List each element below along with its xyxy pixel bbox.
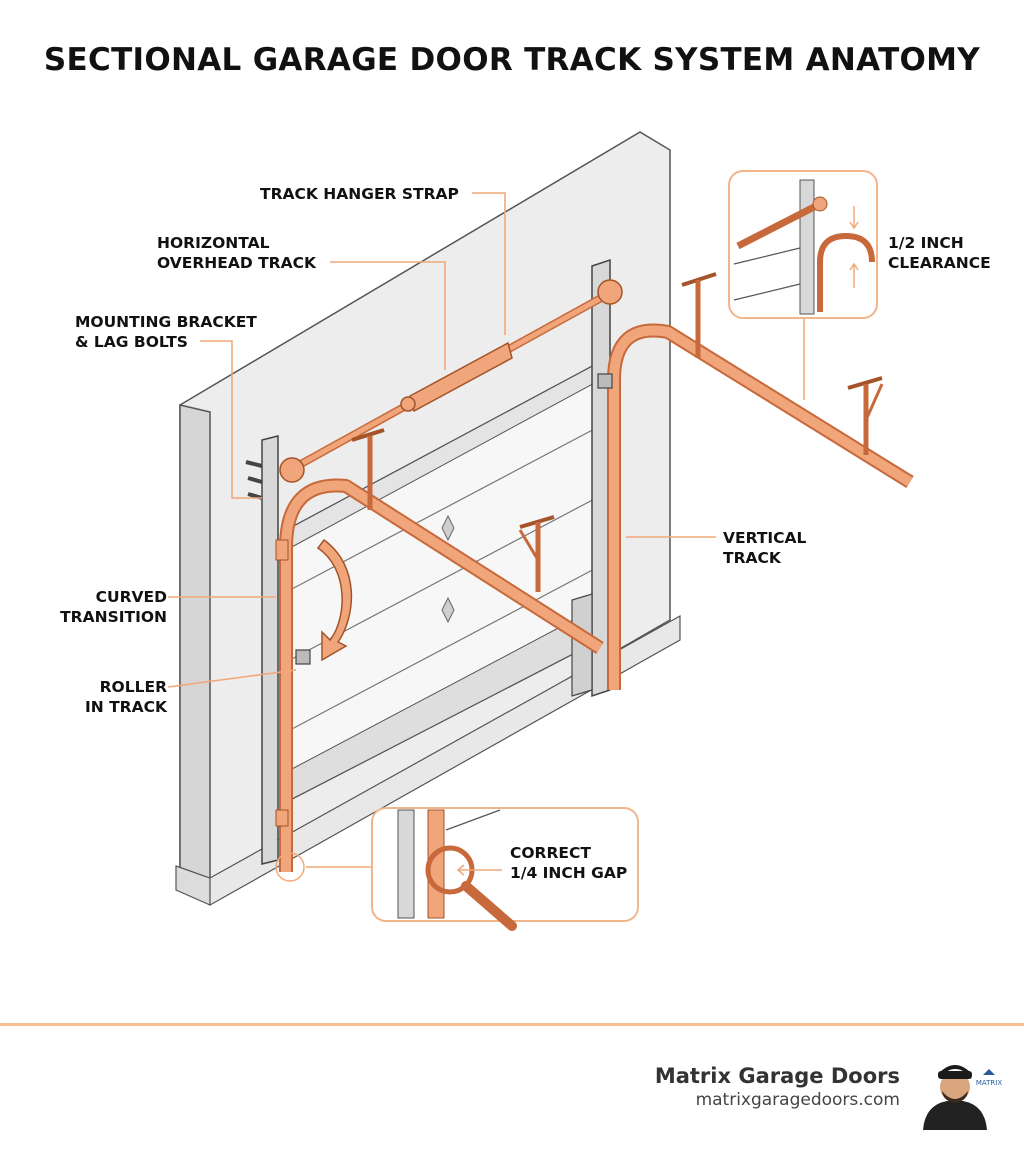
- label-vertical-track-line2: TRACK: [723, 549, 781, 567]
- label-vertical-track-line1: VERTICAL: [723, 529, 807, 547]
- label-clearance-line1: 1/2 INCH: [888, 234, 964, 252]
- diagram-title: SECTIONAL GARAGE DOOR TRACK SYSTEM ANATO…: [43, 42, 981, 78]
- label-horizontal-track-line2: OVERHEAD TRACK: [157, 254, 316, 272]
- downward-motion-arrow: [316, 538, 353, 662]
- label-clearance-line2: CLEARANCE: [888, 254, 991, 272]
- right-track: [597, 323, 914, 690]
- label-track-hanger-strap: TRACK HANGER STRAP: [260, 185, 459, 203]
- label-roller-line2: IN TRACK: [84, 698, 167, 716]
- brand-avatar: MATRIX: [923, 1065, 1002, 1130]
- label-curved-transition-line2: TRANSITION: [60, 608, 167, 626]
- label-gap-line1: CORRECT: [510, 844, 591, 862]
- gap-inset: [275, 807, 639, 931]
- track-system-diagram: [167, 131, 914, 931]
- label-mounting-bracket-line2: & LAG BOLTS: [75, 333, 188, 351]
- brand-name: Matrix Garage Doors: [654, 1064, 900, 1088]
- avatar-logo-text: MATRIX: [976, 1079, 1002, 1087]
- label-horizontal-track-line1: HORIZONTAL: [157, 234, 270, 252]
- jamb-posts: [261, 258, 611, 865]
- torsion-spring-shaft: [279, 279, 623, 483]
- label-mounting-bracket-line1: MOUNTING BRACKET: [75, 313, 257, 331]
- brand-url: matrixgaragedoors.com: [695, 1090, 900, 1110]
- brand-block: Matrix Garage Doors matrixgaragedoors.co…: [655, 1064, 900, 1110]
- label-gap-line2: 1/4 INCH GAP: [510, 864, 628, 882]
- left-track: [275, 478, 604, 872]
- label-roller-line1: ROLLER: [99, 678, 167, 696]
- hanger-straps: [351, 272, 884, 592]
- label-curved-transition-line1: CURVED: [95, 588, 167, 606]
- clearance-inset: [728, 170, 878, 319]
- footer-divider: [0, 1023, 1024, 1026]
- leader-lines: [167, 192, 805, 868]
